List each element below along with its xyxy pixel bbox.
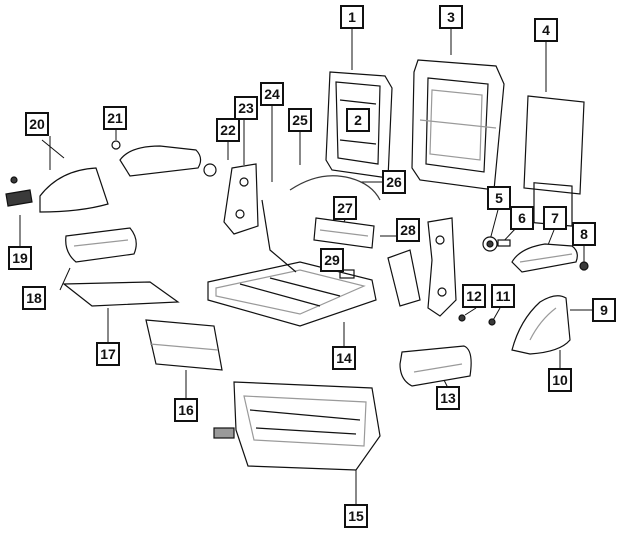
callout-19: 19 bbox=[8, 246, 32, 270]
lumbar-support bbox=[313, 217, 375, 249]
end-cap bbox=[579, 261, 589, 271]
callout-10: 10 bbox=[548, 368, 572, 392]
seat-pad bbox=[62, 281, 180, 307]
callout-5: 5 bbox=[487, 186, 511, 210]
washer bbox=[111, 140, 121, 150]
callout-13: 13 bbox=[436, 386, 460, 410]
callout-3: 3 bbox=[439, 5, 463, 29]
callout-6: 6 bbox=[510, 206, 534, 230]
callout-15: 15 bbox=[344, 504, 368, 528]
seat-frame bbox=[207, 261, 377, 327]
callout-9: 9 bbox=[592, 298, 616, 322]
back-panel bbox=[523, 95, 585, 227]
release-rod bbox=[261, 199, 297, 273]
left-armrest bbox=[119, 145, 217, 177]
callout-11: 11 bbox=[491, 284, 515, 308]
callout-1: 1 bbox=[340, 5, 364, 29]
callout-22: 22 bbox=[216, 118, 240, 142]
backrest-cushion bbox=[411, 59, 505, 191]
right-armrest bbox=[511, 243, 578, 273]
fasteners bbox=[458, 314, 496, 326]
callout-18: 18 bbox=[22, 286, 46, 310]
callout-12: 12 bbox=[462, 284, 486, 308]
callout-24: 24 bbox=[260, 82, 284, 106]
trim-panel bbox=[399, 345, 472, 387]
callout-4: 4 bbox=[534, 18, 558, 42]
callout-14: 14 bbox=[332, 346, 356, 370]
release-handle bbox=[5, 167, 109, 213]
pivot-assembly bbox=[482, 236, 511, 252]
callout-28: 28 bbox=[396, 218, 420, 242]
left-recliner bbox=[223, 163, 259, 235]
small-bracket bbox=[339, 269, 355, 279]
callout-7: 7 bbox=[543, 206, 567, 230]
seat-riser bbox=[213, 381, 381, 471]
callout-29: 29 bbox=[320, 248, 344, 272]
callout-21: 21 bbox=[103, 106, 127, 130]
right-recliner bbox=[387, 217, 457, 317]
callout-27: 27 bbox=[333, 196, 357, 220]
callout-2: 2 bbox=[346, 108, 370, 132]
callout-26: 26 bbox=[382, 170, 406, 194]
side-shield bbox=[511, 295, 571, 355]
callout-25: 25 bbox=[288, 108, 312, 132]
callout-8: 8 bbox=[572, 222, 596, 246]
lower-trim bbox=[65, 227, 137, 263]
callout-23: 23 bbox=[234, 96, 258, 120]
wire-harness bbox=[289, 175, 381, 201]
callout-20: 20 bbox=[25, 112, 49, 136]
callout-16: 16 bbox=[174, 398, 198, 422]
under-cover bbox=[145, 319, 223, 371]
callout-17: 17 bbox=[96, 342, 120, 366]
